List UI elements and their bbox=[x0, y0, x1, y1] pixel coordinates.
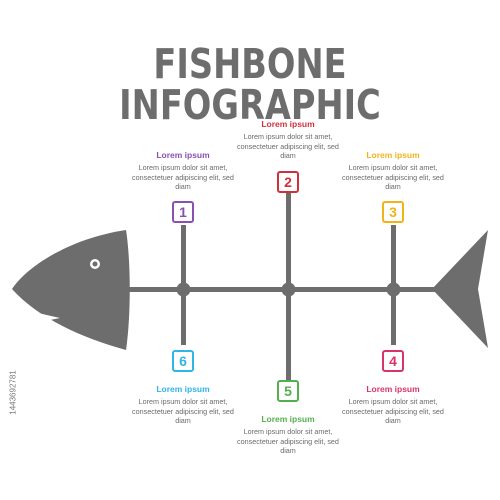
card-4: Lorem ipsum Lorem ipsum dolor sit amet, … bbox=[338, 384, 448, 426]
fish-tail bbox=[432, 230, 488, 348]
step-number-5: 5 bbox=[284, 383, 292, 399]
joint-3 bbox=[386, 282, 401, 297]
card-6-text: Lorem ipsum dolor sit amet, consectetuer… bbox=[132, 397, 234, 426]
joint-2 bbox=[281, 282, 296, 297]
step-box-6: 6 bbox=[172, 350, 194, 372]
joint-1 bbox=[176, 282, 191, 297]
card-1: Lorem ipsum Lorem ipsum dolor sit amet, … bbox=[128, 150, 238, 192]
fish-pupil bbox=[92, 261, 98, 267]
card-1-text: Lorem ipsum dolor sit amet, consectetuer… bbox=[132, 163, 234, 192]
card-5-heading: Lorem ipsum bbox=[261, 414, 315, 424]
step-number-2: 2 bbox=[284, 174, 292, 190]
card-3-text: Lorem ipsum dolor sit amet, consectetuer… bbox=[342, 163, 444, 192]
card-6: Lorem ipsum Lorem ipsum dolor sit amet, … bbox=[128, 384, 238, 426]
fish-head bbox=[12, 230, 130, 350]
card-2-text: Lorem ipsum dolor sit amet, consectetuer… bbox=[237, 132, 339, 161]
step-box-4: 4 bbox=[382, 350, 404, 372]
card-5: Lorem ipsum Lorem ipsum dolor sit amet, … bbox=[233, 414, 343, 456]
step-box-2: 2 bbox=[277, 171, 299, 193]
fish-mouth bbox=[38, 313, 60, 322]
step-number-1: 1 bbox=[179, 204, 187, 220]
card-4-heading: Lorem ipsum bbox=[366, 384, 420, 394]
step-box-3: 3 bbox=[382, 201, 404, 223]
step-box-5: 5 bbox=[277, 380, 299, 402]
card-1-heading: Lorem ipsum bbox=[156, 150, 210, 160]
card-2: Lorem ipsum Lorem ipsum dolor sit amet, … bbox=[233, 119, 343, 161]
step-number-6: 6 bbox=[179, 353, 187, 369]
card-2-heading: Lorem ipsum bbox=[261, 119, 315, 129]
card-3-heading: Lorem ipsum bbox=[366, 150, 420, 160]
card-5-text: Lorem ipsum dolor sit amet, consectetuer… bbox=[237, 427, 339, 456]
card-3: Lorem ipsum Lorem ipsum dolor sit amet, … bbox=[338, 150, 448, 192]
page-title: FISHBONE INFOGRAPHIC bbox=[119, 40, 381, 129]
step-number-3: 3 bbox=[389, 204, 397, 220]
card-4-text: Lorem ipsum dolor sit amet, consectetuer… bbox=[342, 397, 444, 426]
side-id-text: 1443692781 bbox=[8, 370, 18, 415]
step-number-4: 4 bbox=[389, 353, 397, 369]
step-box-1: 1 bbox=[172, 201, 194, 223]
card-6-heading: Lorem ipsum bbox=[156, 384, 210, 394]
